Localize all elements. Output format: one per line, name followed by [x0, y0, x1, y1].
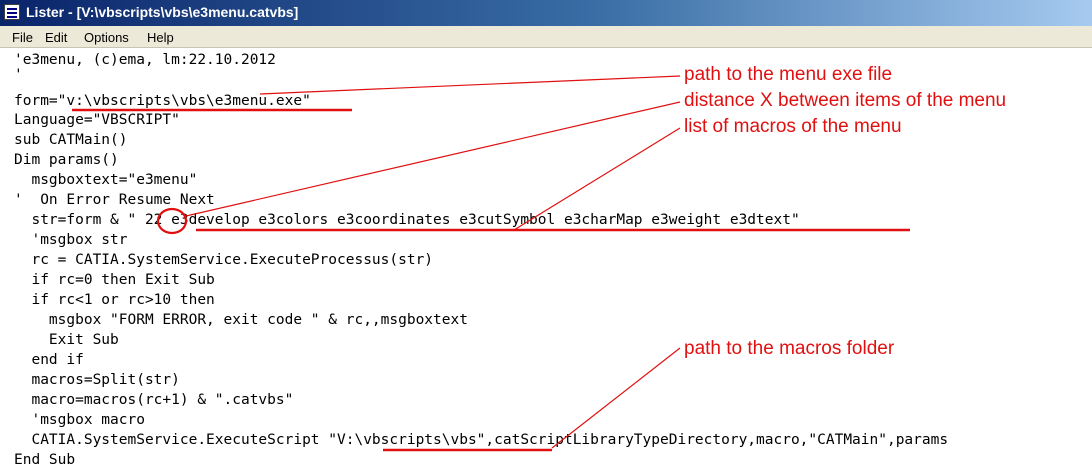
code-line: rc = CATIA.SystemService.ExecuteProcessu… [14, 252, 434, 268]
code-line: end if [14, 352, 84, 368]
menu-bar: File Edit Options Help [0, 26, 1092, 48]
menu-file[interactable]: File [12, 30, 33, 45]
file-content-viewer[interactable]: 'e3menu, (c)ema, lm:22.10.2012 ' form="v… [0, 48, 1092, 469]
code-line: msgboxtext="e3menu" [14, 172, 198, 188]
annotation-macro-list: list of macros of the menu [684, 116, 902, 137]
leader-macro-list [513, 127, 681, 231]
annotation-overlay [72, 75, 910, 452]
menu-help[interactable]: Help [147, 30, 174, 45]
code-line: 'e3menu, (c)ema, lm:22.10.2012 [14, 52, 276, 68]
code-line: 'msgbox str [14, 232, 128, 248]
window-title: Lister - [V:\vbscripts\vbs\e3menu.catvbs… [26, 4, 299, 20]
code-line: End Sub [14, 452, 76, 468]
annotation-item-distance: distance X between items of the menu [684, 90, 1007, 111]
code-line: form="v:\vbscripts\vbs\e3menu.exe" [14, 93, 311, 109]
circle-item-distance [156, 207, 188, 235]
code-line: if rc=0 then Exit Sub [14, 272, 215, 288]
menu-options[interactable]: Options [84, 30, 129, 45]
title-bar[interactable]: Lister - [V:\vbscripts\vbs\e3menu.catvbs… [0, 0, 1092, 26]
code-line: Exit Sub [14, 332, 119, 348]
leader-macros-folder [551, 347, 681, 449]
leader-item-distance [185, 101, 681, 217]
code-line: sub CATMain() [14, 132, 128, 148]
leader-menu-exe-path [259, 75, 681, 95]
lister-document-icon[interactable] [4, 4, 20, 20]
code-line: macros=Split(str) [14, 372, 180, 388]
code-line: msgbox "FORM ERROR, exit code " & rc,,ms… [14, 312, 468, 328]
code-line: macro=macros(rc+1) & ".catvbs" [14, 392, 294, 408]
code-line: ' On Error Resume Next [14, 192, 215, 208]
menu-edit[interactable]: Edit [45, 30, 68, 45]
annotation-macros-folder: path to the macros folder [684, 338, 895, 359]
code-line: Dim params() [14, 152, 119, 168]
annotation-menu-exe-path: path to the menu exe file [684, 64, 893, 85]
code-line: Language="VBSCRIPT" [14, 112, 180, 128]
code-line: 'msgbox macro [14, 412, 145, 428]
code-line: str=form & " 22 e3develop e3colors e3coo… [14, 212, 800, 228]
code-line: ' [14, 67, 23, 83]
code-line: if rc<1 or rc>10 then [14, 292, 215, 308]
code-line: CATIA.SystemService.ExecuteScript "V:\vb… [14, 432, 949, 448]
